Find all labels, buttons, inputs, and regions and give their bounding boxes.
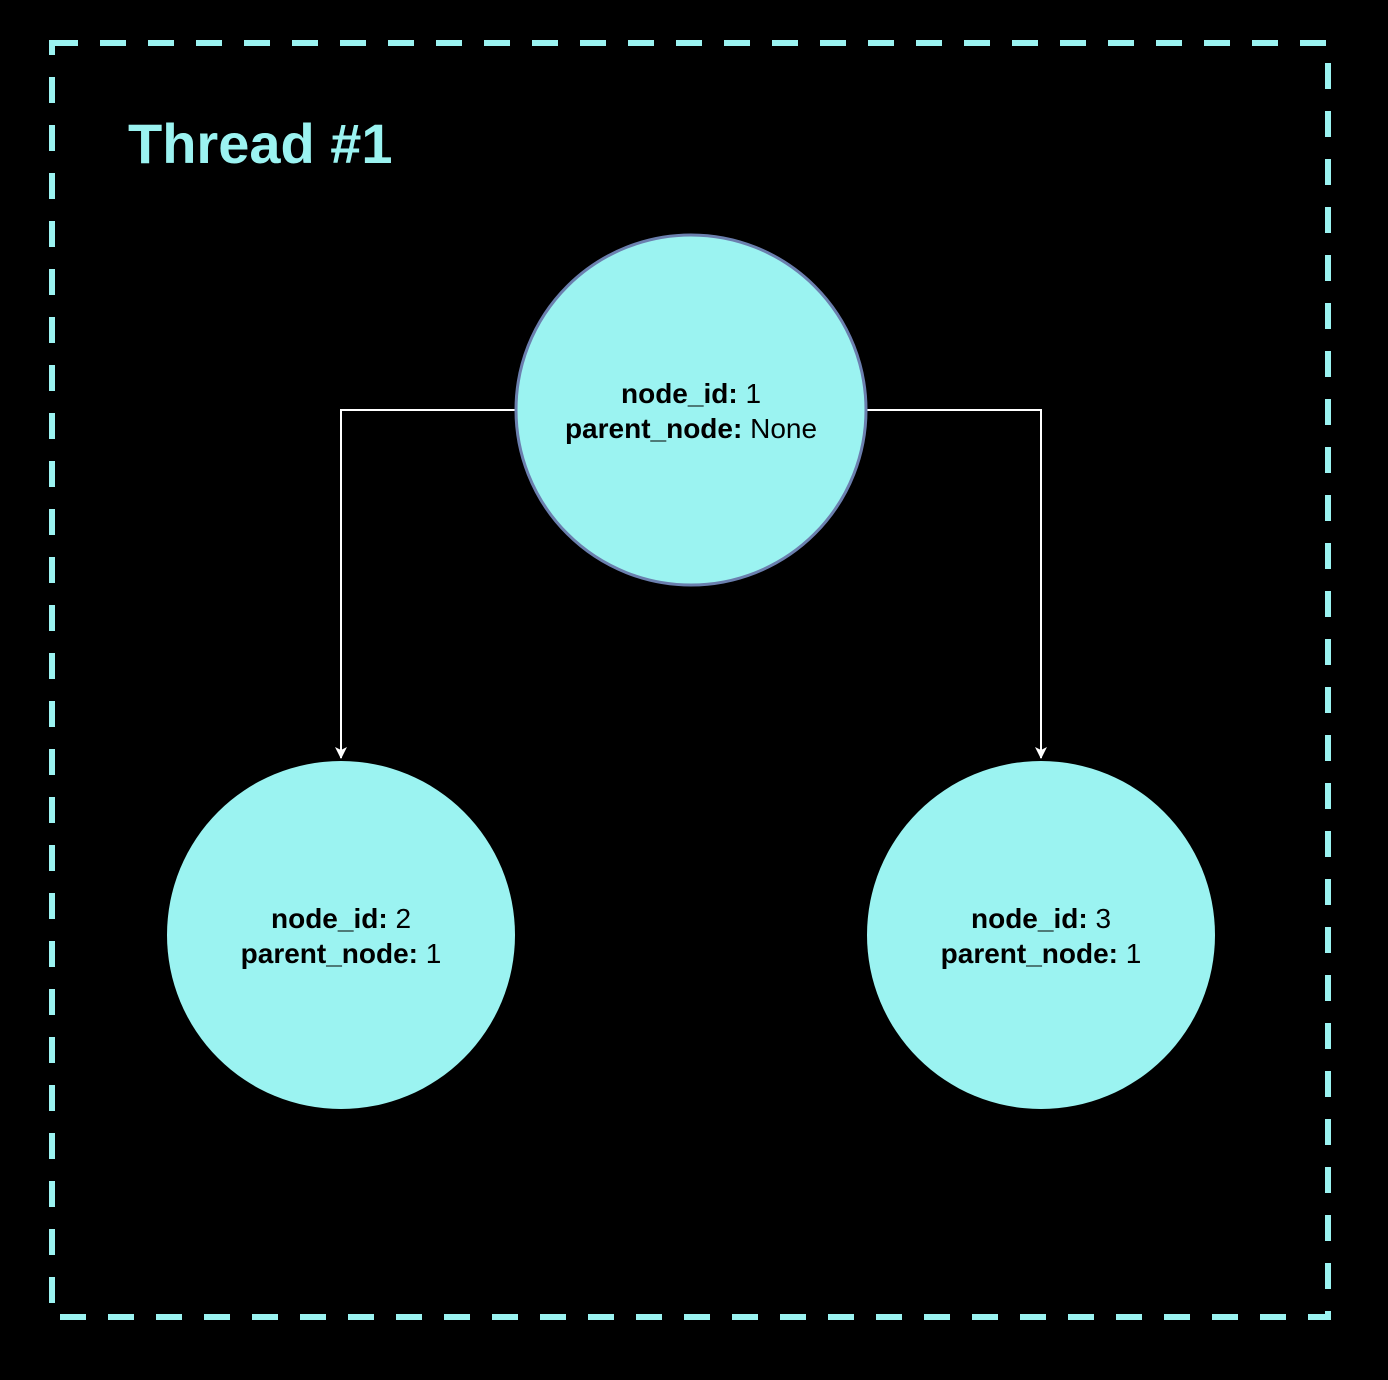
node-1-label: node_id: 1 parent_node: None xyxy=(521,376,861,446)
node-1-circle[interactable] xyxy=(514,233,868,587)
node-3-id-line: node_id: 3 xyxy=(871,901,1211,936)
node-id-key: node_id: xyxy=(620,378,738,409)
parent-node-key: parent_node: xyxy=(564,413,743,444)
parent-node-key: parent_node: xyxy=(940,938,1118,969)
parent-node-value: None xyxy=(750,413,818,444)
node-1-id-line: node_id: 1 xyxy=(521,376,861,411)
edge-1-to-2[interactable] xyxy=(335,409,516,759)
node-2-parent-line: parent_node: 1 xyxy=(171,936,511,971)
parent-node-value: 1 xyxy=(425,938,442,969)
node-3-label: node_id: 3 parent_node: 1 xyxy=(871,901,1211,971)
parent-node-key: parent_node: xyxy=(240,938,418,969)
thread-frame[interactable] xyxy=(49,40,1331,1320)
node-id-key: node_id: xyxy=(970,903,1088,934)
node-id-value: 2 xyxy=(395,903,412,934)
node-2-id-line: node_id: 2 xyxy=(171,901,511,936)
node-id-value: 3 xyxy=(1095,903,1112,934)
node-id-key: node_id: xyxy=(270,903,388,934)
thread-title: Thread #1 xyxy=(128,112,393,175)
parent-node-value: 1 xyxy=(1125,938,1142,969)
edge-1-to-3[interactable] xyxy=(866,409,1047,759)
node-2-label: node_id: 2 parent_node: 1 xyxy=(171,901,511,971)
node-1-parent-line: parent_node: None xyxy=(521,411,861,446)
node-2-circle[interactable] xyxy=(167,761,515,1109)
node-id-value: 1 xyxy=(745,378,762,409)
node-3-parent-line: parent_node: 1 xyxy=(871,936,1211,971)
node-3-circle[interactable] xyxy=(867,761,1215,1109)
